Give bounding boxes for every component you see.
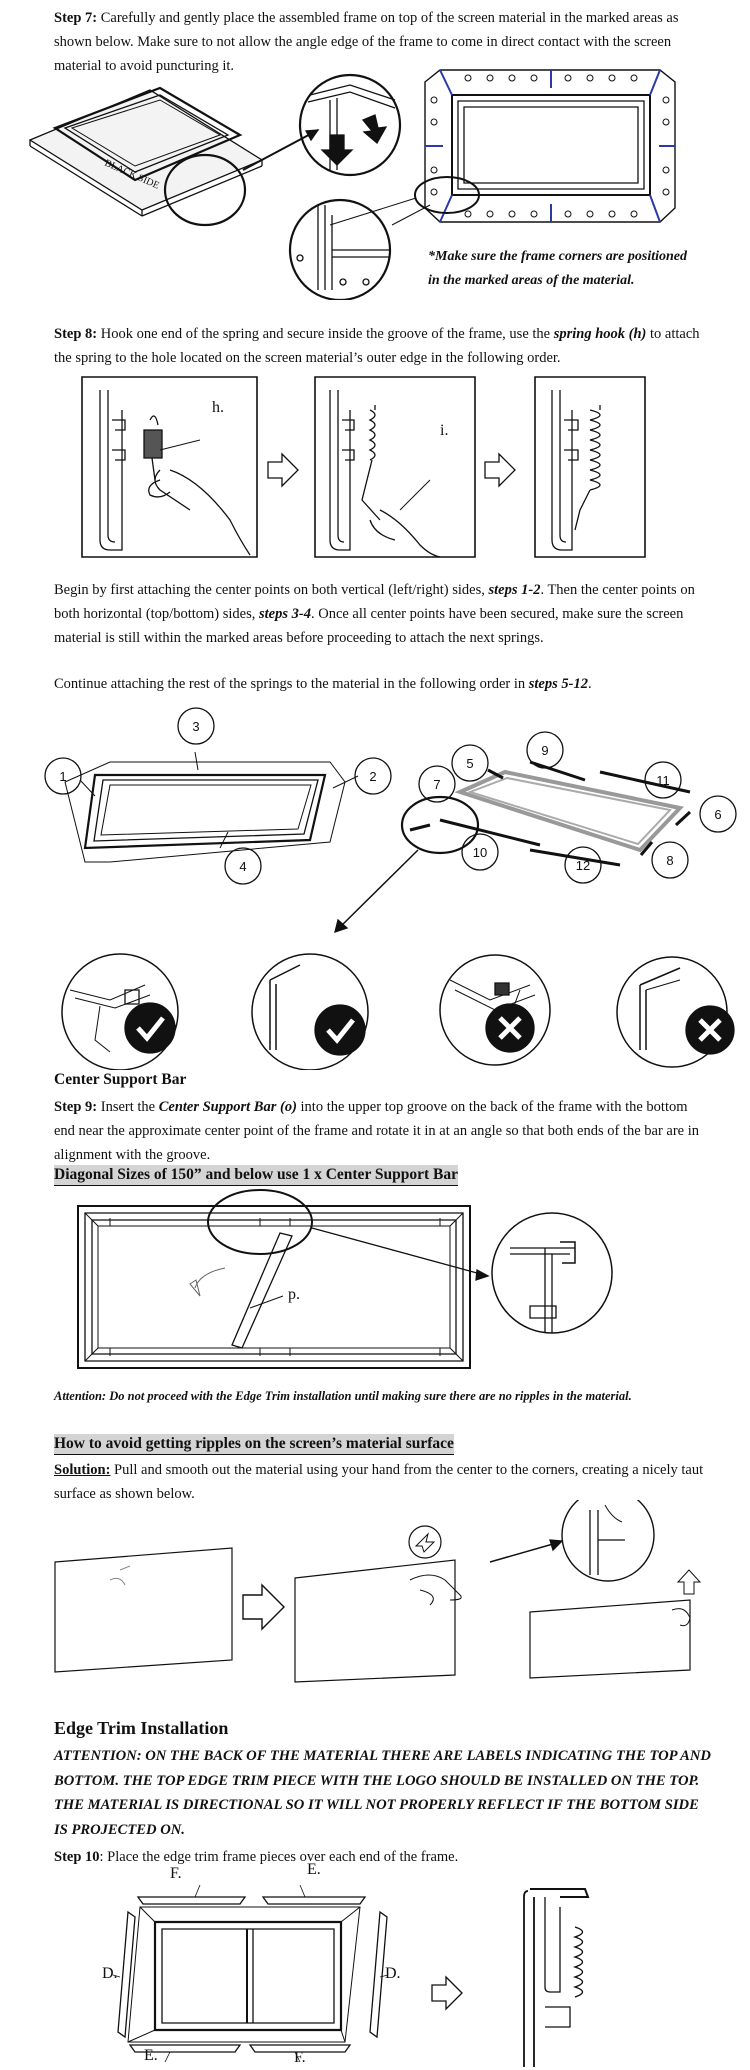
- label-e-bottom: E.: [144, 2044, 158, 2068]
- spring-number-11: 11: [656, 773, 670, 788]
- spring-number-2: 2: [369, 769, 376, 784]
- corner-detail-circle: [300, 75, 400, 175]
- remaining-springs-frame: [402, 772, 680, 853]
- ripples-heading: How to avoid getting ripples on the scre…: [54, 1434, 454, 1455]
- steps-1-2: steps 1-2: [488, 582, 540, 598]
- step-arrow-1: [243, 1585, 284, 1629]
- center-support-bar-part: Center Support Bar (o): [159, 1099, 297, 1115]
- center-points-paragraph: Begin by first attaching the center poin…: [54, 578, 704, 650]
- finished-material: [530, 1600, 690, 1678]
- step7-note: *Make sure the frame corners are positio…: [428, 245, 687, 293]
- continue-paragraph: Continue attaching the rest of the sprin…: [54, 672, 704, 696]
- spring-number-8: 8: [666, 853, 673, 868]
- edge-trim-attention: ATTENTION: ON THE BACK OF THE MATERIAL T…: [54, 1744, 714, 1842]
- spring-number-4: 4: [239, 859, 246, 874]
- spring-number-5: 5: [466, 756, 473, 771]
- solution-text: Pull and smooth out the material using y…: [54, 1462, 703, 1502]
- edge-trim-heading: Edge Trim Installation: [54, 1718, 228, 1739]
- center-points-frame: [65, 762, 345, 862]
- trim-piece-d-left: [118, 1912, 135, 2037]
- frame-with-trim-drawing: [113, 1885, 388, 2062]
- spring-number-1: 1: [59, 769, 66, 784]
- label-p: p.: [288, 1283, 300, 1307]
- next-arrow-3: [432, 1977, 462, 2009]
- steps-5-12: steps 5-12: [529, 676, 588, 692]
- label-f-bottom: F.: [294, 2046, 306, 2070]
- frame-on-material-drawing: [30, 88, 262, 225]
- step10-text: : Place the edge trim frame pieces over …: [100, 1849, 459, 1865]
- trim-profile-detail: [524, 1889, 588, 2067]
- next-arrow-2: [485, 454, 515, 486]
- spring-number-9: 9: [541, 743, 548, 758]
- center-support-attention: Attention: Do not proceed with the Edge …: [54, 1384, 632, 1408]
- spring-number-6: 6: [714, 807, 721, 822]
- groove-detail-circle: [492, 1213, 612, 1333]
- center-points-text-a: Begin by first attaching the center poin…: [54, 582, 485, 598]
- trim-piece-e-top: [263, 1897, 365, 1904]
- rippled-material: [55, 1548, 232, 1672]
- center-support-heading: Center Support Bar: [54, 1071, 186, 1089]
- step9-label: Step 9:: [54, 1099, 97, 1115]
- spring-number-10: 10: [473, 845, 487, 860]
- ripples-illustration: [0, 1500, 750, 1700]
- rotate-arrow-icon: [195, 1268, 225, 1288]
- spring-order-illustration: 1 2 3 4 5 6 7 8 9 10 11 12: [0, 700, 750, 1070]
- step8-paragraph: Step 8: Hook one end of the spring and s…: [54, 322, 704, 370]
- continue-text-b: .: [588, 676, 592, 692]
- label-e-top: E.: [307, 1858, 321, 1882]
- edge-corner-detail-circle: [562, 1500, 654, 1581]
- corner-arrow-icon: [416, 1534, 434, 1552]
- label-d-left: D.: [102, 1962, 118, 1986]
- frame-back-drawing: [78, 1206, 470, 1368]
- step9-paragraph: Step 9: Insert the Center Support Bar (o…: [54, 1095, 704, 1167]
- spring-hook-panel-2: [315, 377, 475, 557]
- label-i: i.: [440, 422, 448, 439]
- up-arrow-icon: [678, 1570, 700, 1594]
- correct-incorrect-details: [62, 954, 734, 1070]
- spring-number-12: 12: [576, 858, 590, 873]
- center-support-subheading: Diagonal Sizes of 150” and below use 1 x…: [54, 1165, 458, 1186]
- step7-note-line1: *Make sure the frame corners are positio…: [428, 245, 687, 269]
- center-support-illustration: [0, 1188, 750, 1378]
- label-d-right: D.: [385, 1962, 401, 1986]
- step8-label: Step 8:: [54, 326, 97, 342]
- step8-illustration: h. i.: [0, 370, 750, 570]
- spring-number-7: 7: [433, 777, 440, 792]
- spring-number-3: 3: [192, 719, 199, 734]
- spring-hook-panel-1: [82, 377, 257, 557]
- continue-text-a: Continue attaching the rest of the sprin…: [54, 676, 525, 692]
- spring-order-arrows: [410, 762, 690, 865]
- taut-material: [295, 1560, 455, 1682]
- hand-pulling-drawing: [410, 1575, 461, 1605]
- marked-areas-diagram: [415, 70, 675, 222]
- step8-tool: spring hook (h): [554, 326, 647, 342]
- steps-3-4: steps 3-4: [259, 606, 311, 622]
- spring-hook-panel-3: [535, 377, 645, 557]
- solution-label: Solution:: [54, 1462, 110, 1478]
- next-arrow-1: [268, 454, 298, 486]
- step9-text-a: Insert the: [101, 1099, 155, 1115]
- corner-position-detail-circle: [290, 200, 390, 300]
- spring-step-circles-left: [45, 708, 391, 884]
- ripples-solution-paragraph: Solution: Pull and smooth out the materi…: [54, 1458, 704, 1506]
- trim-piece-f-top: [138, 1897, 245, 1904]
- step7-note-line2: in the marked areas of the material.: [428, 269, 687, 293]
- step10-label: Step 10: [54, 1849, 100, 1865]
- step10-paragraph: Step 10: Place the edge trim frame piece…: [54, 1845, 704, 1869]
- label-f-top: F.: [170, 1862, 182, 1886]
- label-h: h.: [212, 399, 224, 416]
- step8-text-a: Hook one end of the spring and secure in…: [101, 326, 550, 342]
